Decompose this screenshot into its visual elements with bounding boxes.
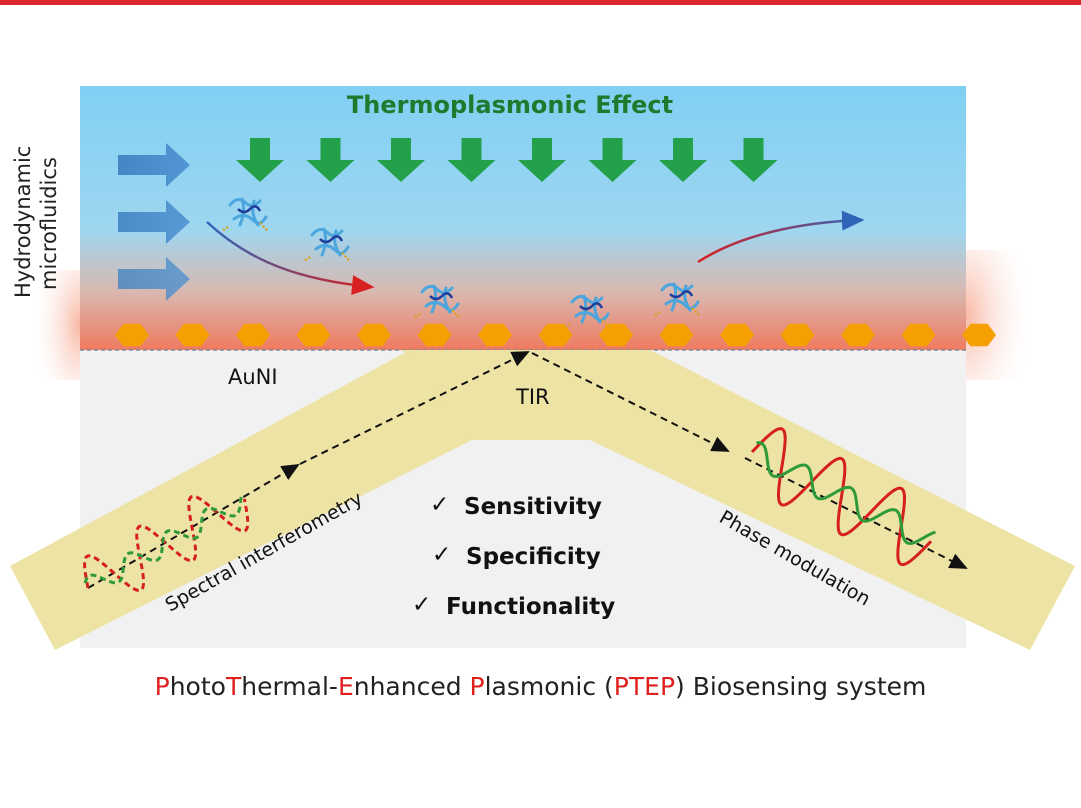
down-arrow-icon — [729, 138, 778, 182]
top-accent-bar — [0, 0, 1081, 5]
auni-label: AuNI — [228, 365, 278, 389]
down-arrow-icon — [377, 138, 425, 182]
capture-trajectory — [206, 221, 375, 296]
check-icon: ✓ — [412, 592, 431, 618]
heat-arrow-row — [236, 138, 778, 182]
diagram-title: Thermoplasmonic Effect — [347, 91, 673, 119]
spectral-interference-wave — [83, 493, 250, 592]
gold-nanoisland — [115, 323, 149, 347]
gold-nanoisland — [659, 323, 694, 347]
gold-nanoisland — [236, 323, 270, 347]
down-arrow-icon — [447, 138, 496, 182]
caption-part: hermal- — [241, 672, 338, 701]
gold-nanoisland — [841, 323, 875, 347]
gold-nanoisland — [901, 323, 936, 347]
right-arrow-icon — [118, 257, 190, 301]
caption-part: nhanced — [353, 672, 470, 701]
down-arrow-icon — [306, 138, 355, 182]
spectral-wave-red — [83, 494, 250, 592]
flow-arrows — [118, 143, 190, 301]
down-arrow-icon — [518, 138, 566, 182]
right-arrow-icon — [118, 143, 190, 187]
gold-nanoisland — [296, 323, 331, 347]
caption-part: hoto — [169, 672, 226, 701]
down-arrow-icon — [659, 138, 707, 182]
phase-modulation-wave — [750, 427, 936, 567]
gold-nanoisland — [599, 323, 633, 347]
gold-nanoisland — [417, 323, 452, 347]
check-icon: ✓ — [432, 542, 451, 568]
flow-channel — [80, 86, 966, 350]
side-label-line-1: Hydrodynamic — [11, 146, 35, 298]
feature-functionality: Functionality — [446, 594, 615, 620]
gold-nanoisland — [538, 323, 573, 347]
gold-nanoisland — [962, 323, 996, 347]
gold-nanoisland — [357, 323, 391, 347]
caption-part: P — [469, 672, 485, 701]
system-caption: PhotoThermal-Enhanced Plasmonic (PTEP) B… — [0, 672, 1081, 701]
heat-glow-left — [30, 270, 80, 380]
phase-wave-green — [756, 441, 936, 545]
caption-part: E — [337, 672, 354, 701]
check-icon: ✓ — [430, 492, 449, 518]
down-arrow-icon — [236, 138, 284, 182]
caption-part: PTEP — [613, 672, 676, 701]
gold-nanoisland — [780, 323, 815, 347]
spectral-wave-green — [83, 493, 244, 585]
caption-part: ) Biosensing system — [675, 672, 927, 701]
feature-specificity: Specificity — [466, 544, 601, 570]
incident-ray-upper — [299, 351, 530, 465]
side-label-line-2: microfluidics — [37, 157, 61, 290]
feature-sensitivity: Sensitivity — [464, 494, 602, 520]
gold-nanoisland — [175, 323, 210, 347]
gold-nanoisland — [478, 323, 512, 347]
side-label: Hydrodynamic microfluidics — [11, 139, 61, 298]
tir-label: TIR — [515, 385, 550, 409]
caption-part: T — [225, 672, 242, 701]
heat-glow-right — [965, 250, 1035, 380]
down-arrow-icon — [588, 138, 637, 182]
gold-nanoisland — [720, 323, 754, 347]
caption-part: lasmonic ( — [484, 672, 614, 701]
feature-list: ✓ Sensitivity ✓ Specificity ✓ Functional… — [412, 492, 615, 620]
gold-nanoisland-row — [115, 323, 996, 347]
release-trajectory — [697, 210, 865, 264]
right-arrow-icon — [118, 200, 190, 244]
beam-overlap — [410, 350, 650, 440]
reflected-ray — [531, 352, 730, 452]
caption-part: P — [154, 672, 170, 701]
